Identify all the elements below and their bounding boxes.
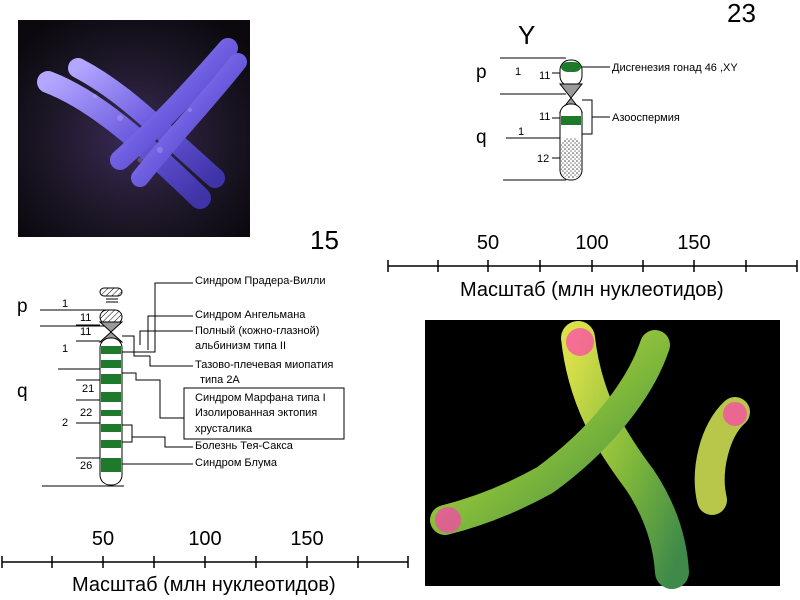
scale-top-title: Масштаб (млн нуклеотидов) [460,279,724,301]
scale-top-tick-100: 100 [575,232,609,254]
c15-annotation-albinism-2: альбинизм типа II [195,340,287,352]
chromosome-number-23: 23 [727,0,756,28]
scale-bottom-title: Масштаб (млн нуклеотидов) [72,574,336,596]
y-band-p-region: 1 [515,66,522,78]
c15-band-p1: 1 [62,298,69,310]
c15-band-q22: 22 [80,407,93,419]
c15-annotation-marfan: Синдром Марфана типа I [195,392,326,404]
y-arm-p: p [476,62,487,83]
scale-bottom-tick-50: 50 [91,528,115,550]
y-band-q-region: 1 [518,126,525,138]
c15-annotation-myopathy-2: типа 2А [200,374,240,386]
c15-annotation-ectopia-1: Изолированная эктопия [195,407,318,419]
y-band-q11: 11 [539,111,551,123]
c15-band-p11: 11 [80,312,92,324]
y-band-p11: 11 [539,70,551,82]
scale-top-tick-150: 150 [677,232,711,254]
y-annotation-azoospermia: Азооспермия [612,112,680,124]
c15-band-q1: 1 [62,343,69,355]
chromosome-name-y: Y [518,20,536,50]
scale-bottom-tick-150: 150 [290,528,324,550]
c15-band-q2: 2 [62,417,69,429]
scale-top-tick-50: 50 [476,232,500,254]
c15-arm-q: q [17,381,28,402]
c15-annotation-albinism-1: Полный (кожно-глазной) [195,325,320,337]
c15-annotation-ectopia-2: хрусталика [195,423,253,435]
c15-band-q26: 26 [80,460,93,472]
c15-annotation-bloom: Синдром Блума [195,457,278,469]
y-band-q12: 12 [537,153,550,165]
c15-arm-p: p [17,296,28,317]
y-annotation-gonadal-dysgenesis: Дисгенезия гонад 46 ,XY [612,62,738,74]
c15-annotation-prader-willi: Синдром Прадера-Вилли [195,275,326,287]
c15-annotation-angelman: Синдром Ангельмана [195,309,306,321]
chromosome-number-15: 15 [310,225,339,255]
c15-annotation-myopathy-1: Тазово-плечевая миопатия [195,359,334,371]
c15-annotation-tay-sachs: Болезнь Тея-Сакса [195,440,293,452]
c15-band-q21: 21 [82,383,95,395]
c15-band-q11: 11 [80,326,92,338]
y-arm-q: q [476,127,487,148]
scale-bottom-tick-100: 100 [188,528,222,550]
